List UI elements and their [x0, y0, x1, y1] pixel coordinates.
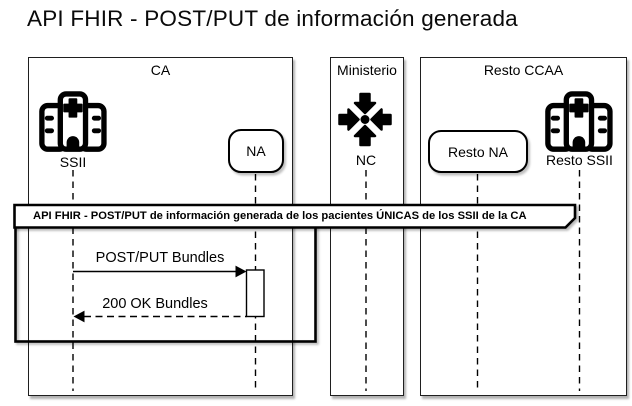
actor-label-ssii: SSII — [59, 154, 87, 170]
message-label-postput: POST/PUT Bundles — [95, 249, 225, 266]
diagram-title: API FHIR - POST/PUT de información gener… — [27, 6, 518, 31]
actor-label-resto-na: Resto NA — [448, 143, 508, 160]
actor-label-na: NA — [246, 143, 266, 159]
actor-label-nc: NC — [355, 151, 377, 168]
actor-node-resto-na: Resto NA — [428, 130, 528, 173]
participant-label-ca: CA — [150, 62, 171, 78]
fragment-banner-label: API FHIR - POST/PUT de información gener… — [33, 210, 527, 222]
actor-node-na: NA — [228, 129, 284, 173]
participant-label-ministerio: Ministerio — [337, 62, 397, 78]
actor-label-resto-ssii: Resto SSII — [546, 151, 613, 168]
participant-label-resto-ccaa: Resto CCAA — [483, 62, 564, 78]
message-label-200ok: 200 OK Bundles — [102, 295, 208, 312]
